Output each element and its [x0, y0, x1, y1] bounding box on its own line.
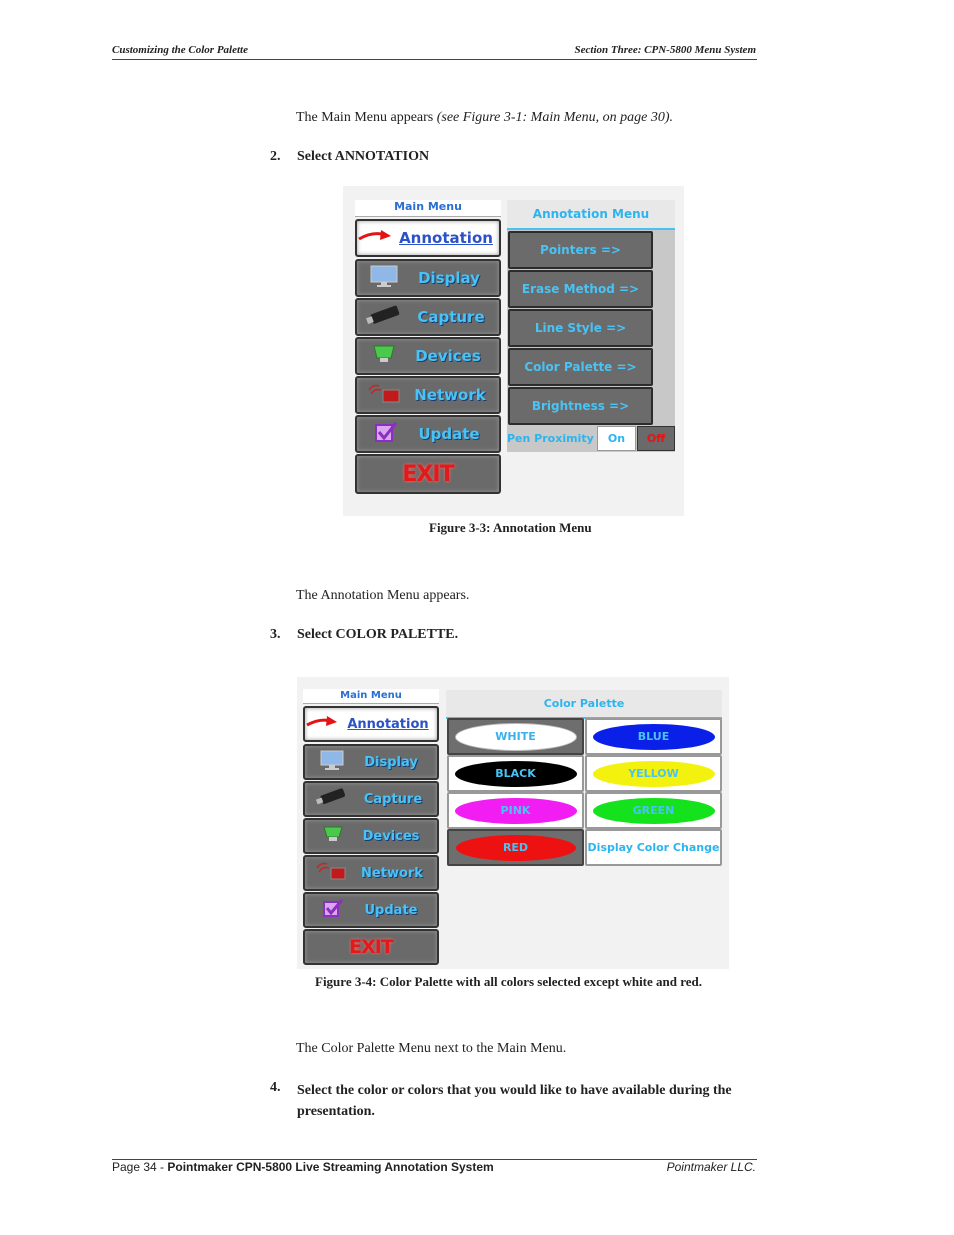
running-header-right: Section Three: CPN-5800 Menu System — [574, 44, 757, 56]
palette-black-label: BLACK — [495, 767, 536, 780]
brightness-button[interactable]: Brightness => — [508, 387, 653, 425]
vga-connector-icon — [371, 343, 397, 369]
color-palette-title: Color Palette — [446, 690, 722, 719]
intro-paragraph: The Main Menu appears (see Figure 3-1: M… — [296, 110, 673, 126]
footer-company: Pointmaker LLC. — [666, 1160, 756, 1174]
pen-proximity-off-button[interactable]: Off — [637, 426, 675, 451]
step-4-text: Select the color or colors that you woul… — [297, 1083, 732, 1119]
monitor-icon — [369, 264, 399, 292]
checkbox-icon — [373, 420, 399, 448]
intro-reference: (see Figure 3-1: Main Menu, on page 30). — [436, 110, 673, 125]
step-2-text: Select ANNOTATION — [297, 149, 430, 164]
main-menu-annotation-button[interactable]: Annotation — [355, 219, 501, 257]
main-menu-annotation-button-2[interactable]: Annotation — [303, 706, 439, 742]
display-label: Display — [418, 269, 480, 287]
footer-left: Page 34 - Pointmaker CPN-5800 Live Strea… — [112, 1160, 494, 1174]
main-menu-network-button[interactable]: Network — [355, 376, 501, 414]
red-arrow-icon — [305, 714, 339, 734]
devices-label-2: Devices — [362, 828, 420, 844]
exit-label-2: EXIT — [349, 936, 394, 958]
palette-white-swatch: WHITE — [454, 722, 577, 751]
pen-proximity-label: Pen Proximity — [507, 432, 594, 445]
main-menu-display-button-2[interactable]: Display — [303, 744, 439, 780]
main-menu-exit-button-2[interactable]: EXIT — [303, 929, 439, 965]
palette-yellow-swatch: YELLOW — [592, 760, 715, 787]
palette-red-button[interactable]: RED — [447, 829, 584, 866]
palette-green-swatch: GREEN — [592, 797, 715, 824]
main-menu-update-button-2[interactable]: Update — [303, 892, 439, 928]
figure-3-4-caption: Figure 3-4: Color Palette with all color… — [315, 974, 703, 989]
network-label: Network — [414, 386, 486, 404]
palette-appears-text: The Color Palette Menu next to the Main … — [296, 1041, 567, 1056]
color-palette-button[interactable]: Color Palette => — [508, 348, 653, 386]
main-menu-title: Main Menu — [355, 200, 501, 217]
palette-red-swatch: RED — [455, 834, 576, 861]
palette-red-label: RED — [502, 841, 529, 854]
main-menu-capture-button-2[interactable]: Capture — [303, 781, 439, 817]
palette-white-button[interactable]: WHITE — [447, 718, 584, 755]
capture-label: Capture — [417, 308, 485, 326]
display-color-change-button[interactable]: Display Color Change — [585, 829, 722, 866]
devices-label: Devices — [415, 347, 481, 365]
main-menu-title-2: Main Menu — [303, 689, 439, 704]
main-menu-devices-button[interactable]: Devices — [355, 337, 501, 375]
annotation-menu-title: Annotation Menu — [507, 200, 675, 230]
palette-green-button[interactable]: GREEN — [585, 792, 722, 829]
display-color-change-label: Display Color Change — [587, 841, 720, 854]
palette-pink-label: PINK — [500, 804, 531, 817]
network-signal-icon — [313, 859, 347, 887]
update-label-2: Update — [364, 902, 418, 918]
vga-connector-icon — [321, 824, 345, 848]
palette-green-label: GREEN — [632, 804, 675, 817]
header-rule — [112, 59, 757, 60]
step-4-number: 4. — [270, 1080, 281, 1095]
figure-color-palette: Main Menu Annotation Display Capture Dev… — [297, 677, 729, 969]
main-menu-devices-button-2[interactable]: Devices — [303, 818, 439, 854]
palette-pink-swatch: PINK — [454, 797, 577, 824]
footer-document-title: Pointmaker CPN-5800 Live Streaming Annot… — [167, 1160, 494, 1174]
intro-text: The Main Menu appears — [296, 110, 437, 125]
network-label-2: Network — [361, 865, 423, 881]
usb-stick-icon — [315, 787, 349, 811]
palette-black-button[interactable]: BLACK — [447, 755, 584, 792]
capture-label-2: Capture — [363, 791, 423, 807]
annotation-label: Annotation — [399, 229, 493, 247]
main-menu-display-button[interactable]: Display — [355, 259, 501, 297]
usb-stick-icon — [365, 304, 403, 330]
palette-black-swatch: BLACK — [454, 760, 577, 787]
checkbox-icon — [321, 897, 345, 923]
footer-page-number: Page 34 - — [112, 1160, 168, 1174]
main-menu-update-button[interactable]: Update — [355, 415, 501, 453]
red-arrow-icon — [357, 227, 393, 249]
update-label: Update — [418, 425, 480, 443]
footer-rule — [112, 1159, 757, 1160]
annotation-appears-text: The Annotation Menu appears. — [296, 588, 470, 603]
palette-yellow-label: YELLOW — [628, 767, 679, 780]
palette-white-label: WHITE — [495, 730, 536, 743]
palette-yellow-button[interactable]: YELLOW — [585, 755, 722, 792]
running-header-left: Customizing the Color Palette — [112, 44, 248, 56]
main-menu-network-button-2[interactable]: Network — [303, 855, 439, 891]
erase-method-button[interactable]: Erase Method => — [508, 270, 653, 308]
main-menu-exit-button[interactable]: EXIT — [355, 454, 501, 494]
pen-proximity-on-button[interactable]: On — [597, 426, 636, 451]
network-signal-icon — [365, 380, 401, 410]
figure-annotation-menu: Main Menu Annotation Display Capture Dev… — [343, 186, 684, 516]
step-2-number: 2. — [270, 149, 281, 164]
palette-blue-button[interactable]: BLUE — [585, 718, 722, 755]
step-3-text: Select COLOR PALETTE. — [297, 627, 459, 642]
annotation-label-2: Annotation — [347, 716, 429, 732]
figure-3-3-caption: Figure 3-3: Annotation Menu — [429, 520, 592, 535]
display-label-2: Display — [364, 754, 418, 770]
exit-label: EXIT — [402, 461, 454, 487]
pointers-button[interactable]: Pointers => — [508, 231, 653, 269]
monitor-icon — [319, 749, 345, 775]
line-style-button[interactable]: Line Style => — [508, 309, 653, 347]
step-3-number: 3. — [270, 627, 281, 642]
palette-blue-label: BLUE — [637, 730, 670, 743]
palette-pink-button[interactable]: PINK — [447, 792, 584, 829]
main-menu-capture-button[interactable]: Capture — [355, 298, 501, 336]
palette-blue-swatch: BLUE — [592, 723, 715, 750]
